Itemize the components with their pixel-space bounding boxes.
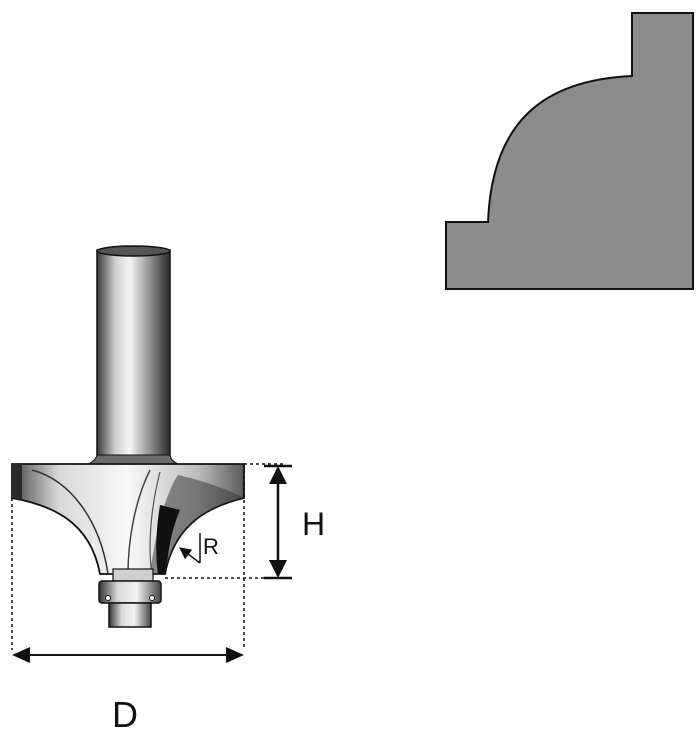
bearing-collar <box>112 568 154 582</box>
bearing-screw-left <box>105 595 111 601</box>
extension-lines <box>11 463 285 650</box>
router-bit <box>11 245 245 628</box>
molding-profile-shape <box>445 12 694 290</box>
cutter-right-shadow <box>156 505 180 574</box>
height-label: H <box>302 506 325 542</box>
diameter-dimension <box>12 647 244 663</box>
cutter-flute-right <box>149 471 161 575</box>
shank-top-cap <box>96 245 171 257</box>
bearing-nut <box>108 602 152 628</box>
radius-label: R <box>203 534 219 559</box>
cutter-flute-left <box>31 469 109 575</box>
cutter-right-edge <box>150 475 244 574</box>
radius-indicator <box>179 533 201 564</box>
cutter-flute-mid <box>127 469 151 575</box>
cutter-left-edge <box>12 464 22 500</box>
bit-shank <box>96 249 171 465</box>
bearing-screw-right <box>149 595 155 601</box>
diameter-label: D <box>112 694 138 735</box>
height-dimension <box>264 464 292 580</box>
